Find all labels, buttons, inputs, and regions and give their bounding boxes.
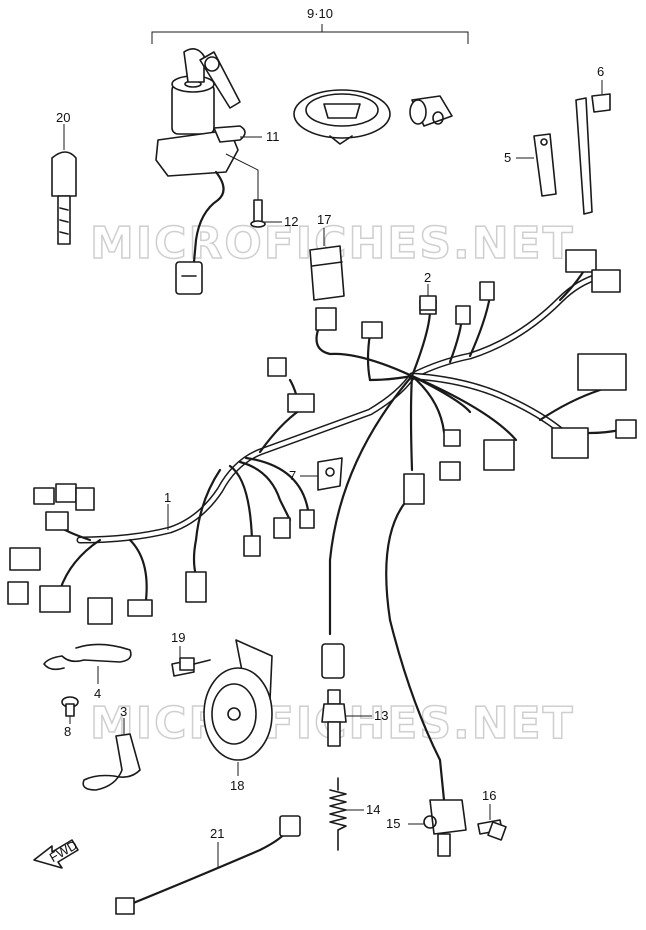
screw-12 — [225, 153, 266, 228]
callout-5: 5 — [504, 150, 511, 165]
switch-13 — [321, 689, 347, 747]
key-20 — [51, 124, 77, 245]
relay-17 — [309, 228, 345, 301]
bolt-19 — [171, 646, 211, 677]
stop-switch-wire — [385, 374, 446, 802]
main-wiring-harness — [48, 258, 622, 602]
lead-wire-21 — [115, 815, 301, 915]
callout-12: 12 — [284, 214, 298, 229]
seat-lock-cylinder — [409, 95, 453, 127]
callout-20: 20 — [56, 110, 70, 125]
harness-connectors — [185, 299, 437, 603]
callout-11: 11 — [266, 129, 280, 144]
callout-3: 3 — [120, 704, 127, 719]
callout-16: 16 — [482, 788, 496, 803]
fuel-cap-lock — [293, 89, 391, 145]
callout-1: 1 — [164, 490, 171, 505]
callout-18: 18 — [230, 778, 244, 793]
right-connector-cluster — [439, 249, 637, 481]
callout-8: 8 — [64, 724, 71, 739]
direction-label: FWD — [47, 837, 80, 865]
callout-21: 21 — [210, 826, 224, 841]
clamp-5 — [533, 133, 557, 197]
ignition-switch — [155, 48, 246, 295]
callout-4: 4 — [94, 686, 101, 701]
callout-19: 19 — [171, 630, 185, 645]
callout-13: 13 — [374, 708, 388, 723]
neutral-switch-wire — [321, 374, 414, 679]
bolt-16 — [477, 804, 507, 841]
callout-6: 6 — [597, 64, 604, 79]
bolt-8 — [61, 696, 79, 717]
clamp-4 — [43, 643, 132, 671]
callout-14: 14 — [366, 802, 380, 817]
bracket-7 — [317, 457, 343, 491]
connector-2 — [419, 284, 437, 311]
callout-17: 17 — [317, 212, 331, 227]
callout-15: 15 — [386, 816, 400, 831]
bracket-9-10 — [151, 24, 469, 44]
callout-9-10: 9·10 — [307, 6, 333, 21]
callout-7: 7 — [289, 468, 296, 483]
horn-18 — [203, 639, 273, 761]
cable-tie-6 — [575, 80, 611, 215]
switch-15 — [423, 799, 467, 857]
clamp-3 — [82, 733, 141, 791]
left-connector-cluster — [7, 483, 153, 625]
forward-arrow-icon: FWD — [33, 837, 80, 869]
callout-2: 2 — [424, 270, 431, 285]
spring-14 — [329, 777, 347, 851]
